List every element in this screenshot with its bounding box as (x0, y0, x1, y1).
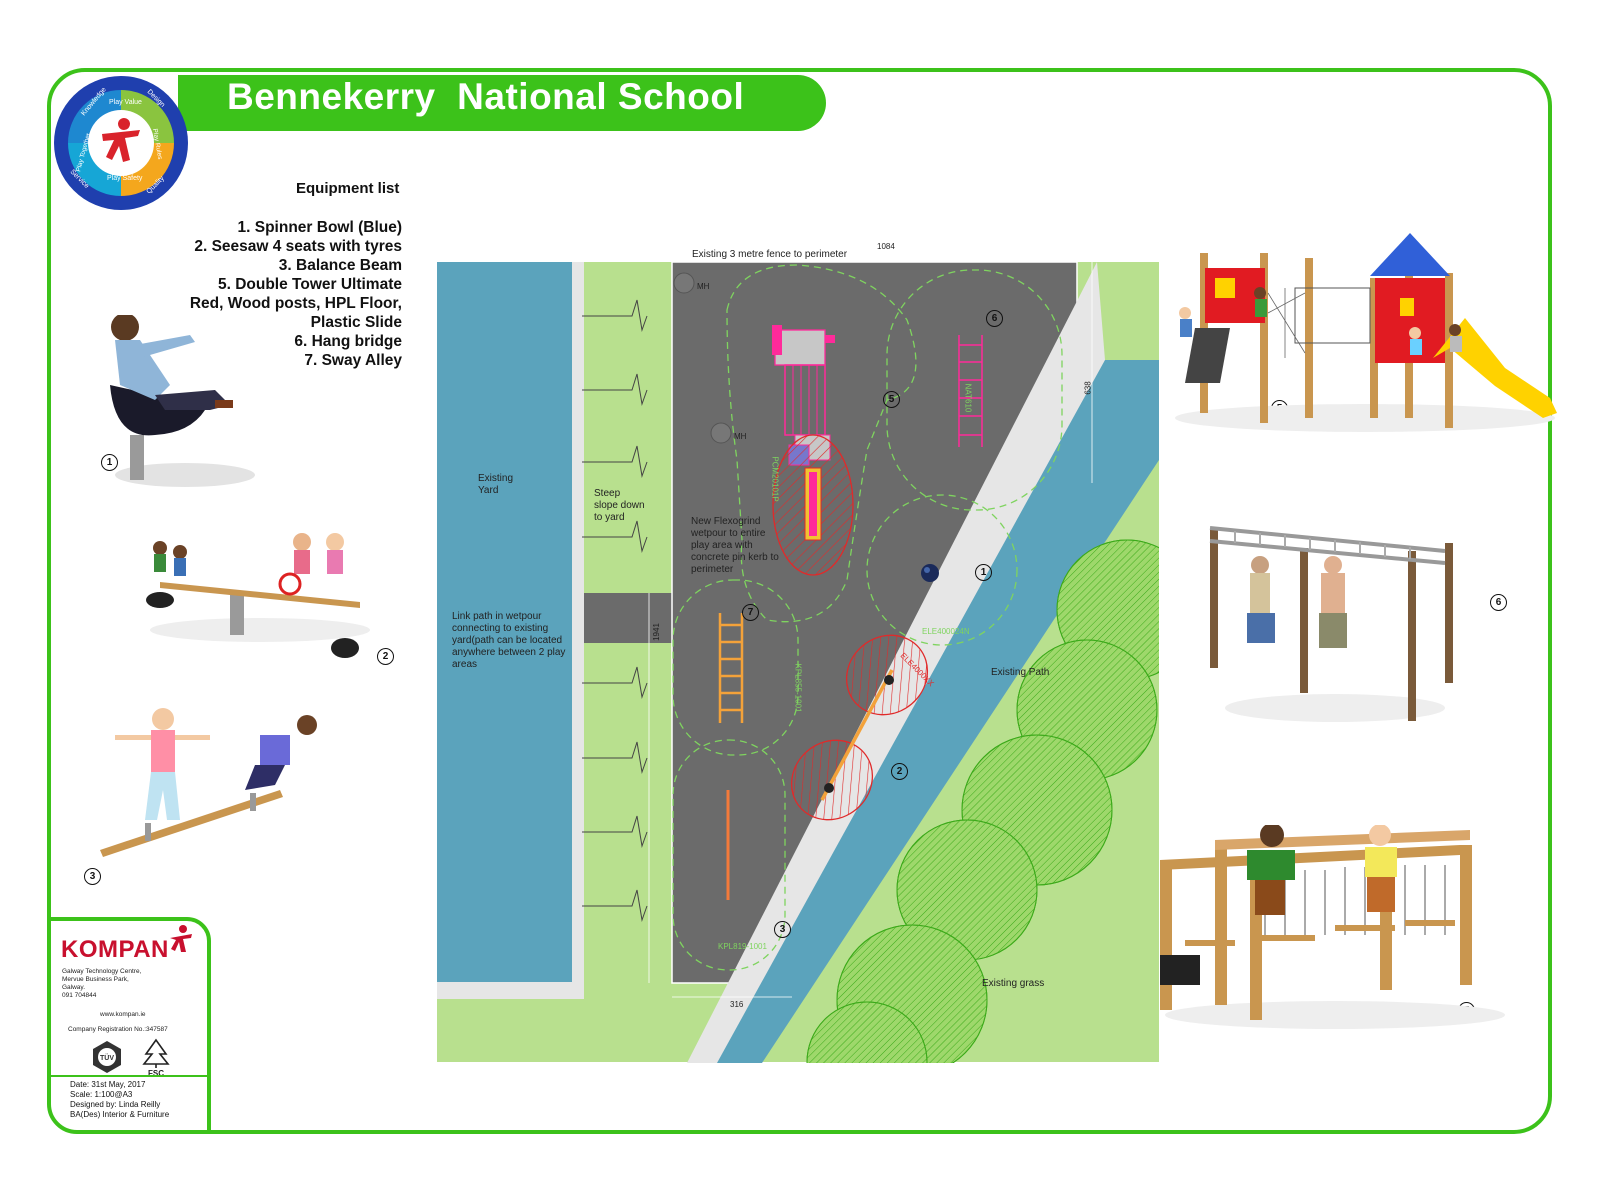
spinner-bowl-illustration (110, 315, 255, 487)
site-plan (437, 244, 1159, 1063)
marker-1: 1 (975, 564, 992, 581)
equipment-item: 2. Seesaw 4 seats with tyres (194, 238, 402, 255)
kompan-logo: KOMPAN (61, 936, 169, 963)
designer-qualification: BA(Des) Interior & Furniture (70, 1110, 170, 1119)
link-path-note: Link path in wetpour connecting to exist… (452, 611, 566, 670)
play-value-logo: Knowledge Play Value Design Play Togethe… (54, 76, 188, 210)
kompan-info-box (47, 917, 211, 1134)
equipment-item: 7. Sway Alley (304, 352, 402, 369)
existing-path-label: Existing Path (991, 667, 1050, 678)
marker-6: 6 (986, 310, 1003, 327)
equipment-item: Red, Wood posts, HPL Floor, (189, 295, 402, 312)
equipment-sway-alley (718, 613, 744, 723)
existing-yard (437, 262, 572, 982)
equipment-item: 6. Hang bridge (294, 333, 402, 350)
info-divider (47, 1075, 211, 1077)
equipment-spinner-bowl (921, 564, 939, 582)
manhole-label: MH (697, 282, 710, 291)
kompan-website[interactable]: www.kompan.ie (100, 1011, 146, 1018)
equipment-item: 1. Spinner Bowl (Blue) (237, 219, 402, 236)
dimension-right: 638 (1083, 381, 1093, 395)
manhole-label: MH (734, 432, 747, 441)
drawing-date: Date: 31st May, 2017 (70, 1080, 146, 1089)
tuv-label: TÜV (100, 1053, 114, 1062)
address-line: Mervue Business Park, (62, 976, 129, 983)
equipment-item: Plastic Slide (310, 314, 402, 331)
equipment-hang-bridge (958, 335, 983, 447)
dimension-top: 1084 (877, 242, 895, 251)
page-title: Bennekerry National School (227, 76, 745, 117)
equipment-seesaw (790, 634, 929, 821)
fsc-cert-icon: FSC (142, 1038, 170, 1078)
play-area-wetpour (672, 262, 1077, 983)
safety-zones (672, 264, 1063, 971)
product-code: PCM20101P (770, 456, 780, 502)
slope-marks (582, 299, 648, 922)
drawing-scale: Scale: 1:100@A3 (70, 1090, 133, 1099)
equipment-item: 5. Double Tower Ultimate (217, 276, 402, 293)
drawing-designer: Designed by: Linda Reilly (70, 1100, 161, 1109)
illustration-marker-3: 3 (84, 868, 101, 885)
logo-word-play-value: Play Value (109, 99, 142, 106)
equipment-double-tower (772, 325, 854, 576)
kompan-figure-icon (170, 925, 192, 952)
product-code: ELE400024N (922, 627, 970, 636)
marker-3: 3 (774, 921, 791, 938)
illustration-marker-2: 2 (377, 648, 394, 665)
seesaw-illustration (146, 533, 370, 658)
wetpour-note: New Flexogrind wetpour to entire play ar… (691, 516, 779, 575)
existing-path (717, 360, 1159, 1063)
dimension-left: 1941 (651, 623, 661, 641)
balance-beam-illustration (100, 708, 317, 857)
sheet-border (47, 68, 1552, 1134)
product-code: KPL855-1001 (793, 663, 803, 713)
double-tower-illustration (1175, 233, 1557, 432)
marker-7: 7 (742, 604, 759, 621)
dimension-bottom: 316 (730, 1000, 744, 1009)
hang-bridge-illustration (1209, 526, 1453, 722)
sway-alley-illustration (1160, 825, 1505, 1029)
link-path (584, 593, 679, 643)
company-registration: Company Registration No.:347587 (68, 1026, 168, 1033)
trees (806, 539, 1159, 1063)
title-bar (178, 75, 826, 131)
illustration-marker-6: 6 (1490, 594, 1507, 611)
existing-yard-label: Existing Yard (478, 473, 514, 496)
equipment-item: 3. Balance Beam (278, 257, 402, 274)
kompan-address: Galway Technology Centre, Mervue Busines… (62, 968, 141, 1000)
drawing-details: Date: 31st May, 2017 Scale: 1:100@A3 Des… (70, 1080, 169, 1120)
product-code: KPL819-1001 (718, 942, 767, 951)
equipment-list: 1. Spinner Bowl (Blue) 2. Seesaw 4 seats… (150, 218, 402, 370)
fsc-label: FSC (148, 1069, 164, 1078)
address-line: Galway Technology Centre, (62, 968, 142, 975)
address-line: Galway. (62, 984, 85, 991)
address-line: 091 704844 (62, 992, 97, 999)
steep-slope-label: Steep slope down to yard (594, 488, 645, 523)
marker-5: 5 (883, 391, 900, 408)
fence-label: Existing 3 metre fence to perimeter (692, 249, 848, 260)
equipment-heading: Equipment list (296, 180, 400, 197)
product-code: NAT610 (963, 383, 973, 413)
illustration-marker-1: 1 (101, 454, 118, 471)
tuv-cert-icon: TÜV (93, 1041, 121, 1073)
logo-word-play-safety: Play Safety (107, 175, 143, 182)
existing-grass-label: Existing grass (982, 978, 1045, 989)
marker-2: 2 (891, 763, 908, 780)
